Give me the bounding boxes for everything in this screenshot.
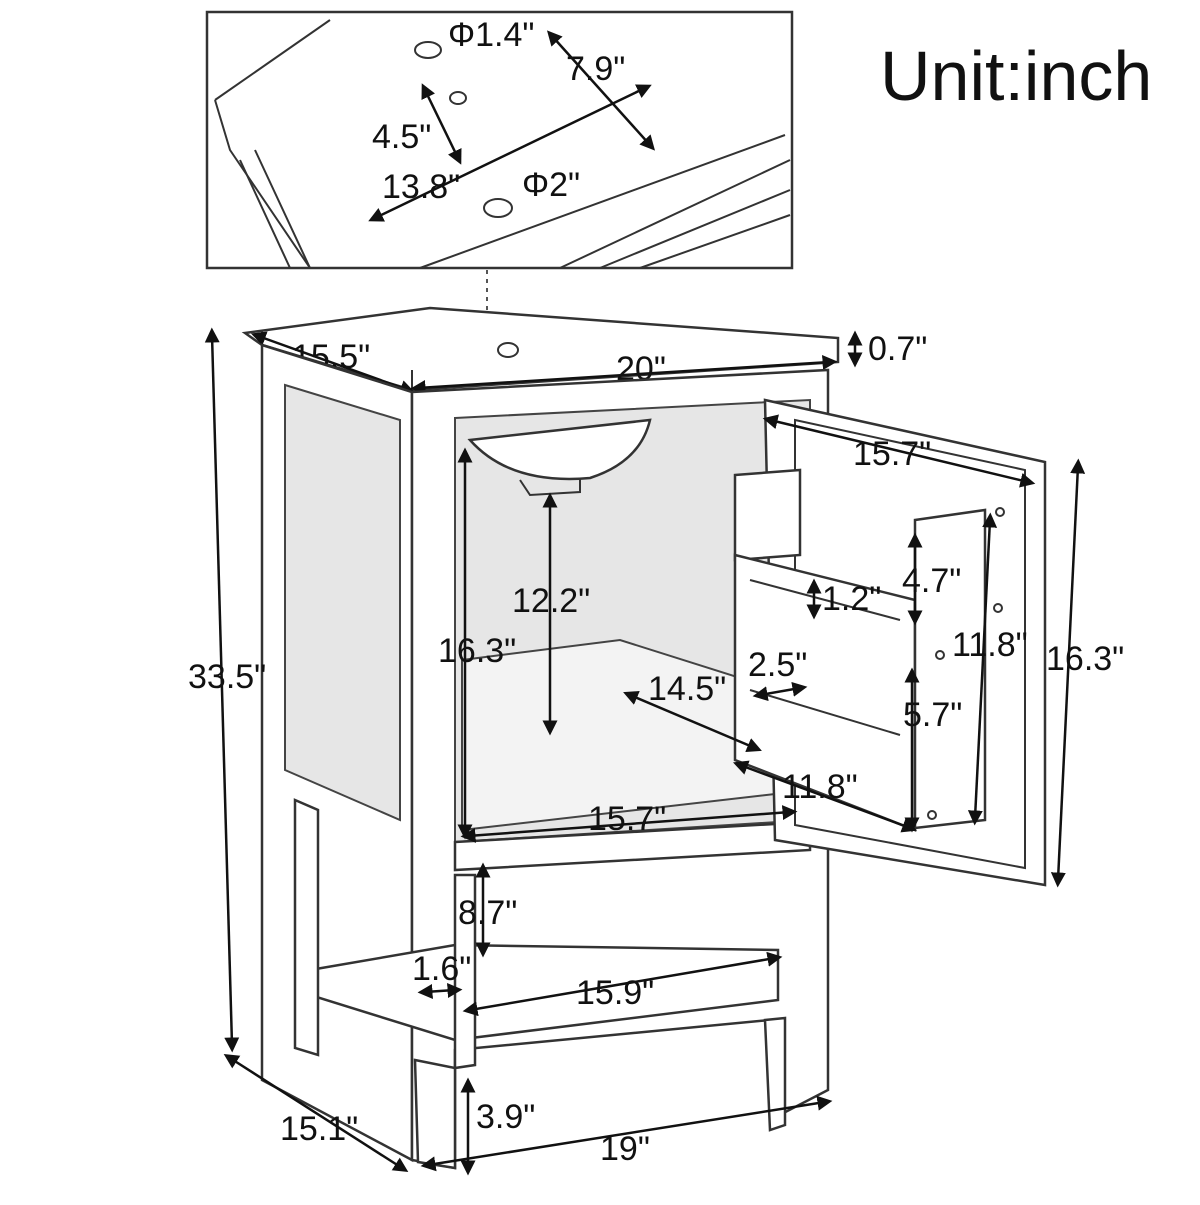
base-width-arrow (420, 1095, 833, 1172)
cabinet-door: 15.7" 16.3" 4.7" 1.2" 11.8" 2.5" 5.7" 11… (732, 398, 1124, 888)
overall-height-arrow (204, 327, 240, 1053)
cabinet-dimensions: 33.5" 12.2" 16.3" 14.5" 15.7" 8.7" 1.6" … (188, 327, 833, 1176)
rack-lip-label: 1.2" (822, 580, 881, 618)
door-width-arrow (762, 414, 1036, 488)
inset-left-cabinet (239, 149, 311, 269)
rack-width-arrow (732, 760, 918, 833)
faucet-hole-icon (414, 41, 442, 59)
drain-hole-label: Φ2" (522, 166, 580, 204)
shelf-width-arrow (462, 951, 783, 1017)
basin-inset: Φ1.4" 7.9" 4.5" 13.8" Φ2" (205, 10, 794, 270)
countertop: 15.5" 20" 0.7" (241, 306, 927, 396)
shelf-gap-label: 8.7" (458, 894, 517, 932)
back-right-leg (763, 1016, 787, 1132)
base-depth-arrow (223, 1053, 409, 1173)
door-height-label: 16.3" (1046, 640, 1124, 678)
interior-depth-label: 14.5" (648, 670, 726, 708)
rack-screw-1-icon (995, 507, 1005, 517)
back-left-leg (293, 798, 320, 1057)
inset-top-edge (214, 19, 331, 101)
rack-side-plate (913, 508, 987, 830)
door-height-arrow (1050, 458, 1086, 888)
interior-width-arrow (460, 805, 798, 843)
lower-rack-label: 5.7" (903, 696, 962, 734)
base-width-label: 19" (600, 1130, 650, 1168)
rack-depth-arrow (752, 681, 808, 702)
rack-total-arrow (967, 512, 998, 826)
basin-clearance-label: 12.2" (512, 582, 590, 620)
leg-width-label: 1.6" (412, 950, 471, 988)
front-left-leg (413, 1058, 457, 1170)
top-thickness-label: 0.7" (868, 330, 927, 368)
rack-screw-4-icon (927, 810, 937, 820)
rack-width-label: 11.8" (782, 768, 858, 806)
faucet-hole-label: Φ1.4" (448, 16, 534, 54)
door-width-label: 15.7" (853, 435, 931, 473)
faucet-drain-label: 4.5" (372, 118, 431, 156)
basin-width-label: 13.8" (382, 168, 460, 206)
top-depth-arrow (250, 331, 416, 395)
rack-height-label: 4.7" (902, 562, 961, 600)
base-depth-label: 15.1" (280, 1110, 358, 1148)
shelf-width-label: 15.9" (576, 974, 654, 1012)
interior-width-label: 15.7" (588, 800, 666, 838)
interior-height-label: 16.3" (438, 632, 516, 670)
interior-depth-arrow (623, 691, 762, 752)
inset-left-edge (214, 99, 311, 269)
rack-depth-label: 2.5" (748, 646, 807, 684)
sink-bowl (467, 418, 652, 481)
leg-width-arrow (417, 983, 463, 999)
rack-top-bracket (733, 468, 802, 562)
unit-label: Unit:inch (880, 37, 1152, 115)
inset-door-frame (559, 159, 791, 269)
floor-clearance-label: 3.9" (476, 1098, 535, 1136)
top-width-arrow (410, 354, 838, 396)
left-inset-panel (284, 383, 401, 822)
rack-total-label: 11.8" (952, 626, 1028, 664)
basin-width-arrow (368, 84, 652, 222)
overall-height-label: 33.5" (188, 658, 266, 696)
rack-screw-3-icon (935, 650, 945, 660)
basin-depth-label: 7.9" (566, 50, 625, 88)
